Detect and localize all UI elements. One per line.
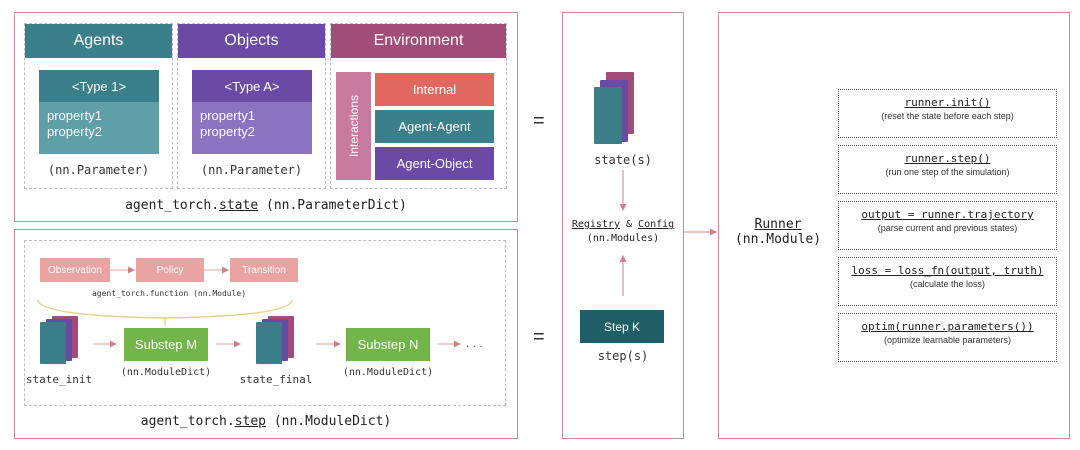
runner-title: Runner (nn.Module): [728, 217, 828, 247]
state-final-label: state_final: [239, 373, 313, 386]
objects-property-2: property2: [200, 124, 255, 139]
flow-policy: Policy: [136, 258, 204, 282]
steps-label: step(s): [597, 349, 649, 363]
runner-item-loss: loss = loss_fn(output, truth) (calculate…: [838, 257, 1057, 306]
runner-loss-desc: (calculate the loss): [909, 279, 986, 289]
state-init-label: state_init: [25, 373, 93, 386]
runner-step-desc: (run one step of the simulation): [885, 167, 1010, 177]
registry-amp: &: [619, 219, 639, 230]
runner-trajectory-desc: (parse current and previous states): [877, 223, 1018, 233]
equals-top: =: [533, 110, 545, 132]
modules-label: (nn.Modules): [586, 233, 660, 244]
config-link[interactable]: Config: [638, 219, 675, 230]
middle-panel: [562, 12, 684, 439]
registry-link[interactable]: Registry: [571, 219, 620, 230]
step-caption-suffix: (nn.ModuleDict): [266, 414, 392, 429]
runner-loss-code[interactable]: loss = loss_fn(output, truth): [851, 264, 1044, 277]
runner-trajectory-code[interactable]: output = runner.trajectory: [861, 208, 1034, 221]
flow-transition: Transition: [230, 258, 298, 282]
substep-n-sub: (nn.ModuleDict): [342, 367, 434, 378]
objects-property-1: property1: [200, 108, 255, 123]
substep-m-sub: (nn.ModuleDict): [120, 367, 212, 378]
interactions-sidebar: Interactions: [336, 72, 371, 180]
state-caption: agent_torch.state (nn.ParameterDict): [14, 198, 518, 213]
runner-optim-code[interactable]: optim(runner.parameters()): [861, 320, 1034, 333]
agents-header: Agents: [25, 24, 172, 58]
env-item-agent-object: Agent-Object: [375, 147, 494, 180]
state-final-stack: [256, 316, 296, 366]
agents-column: [24, 23, 173, 189]
env-item-internal: Internal: [375, 73, 494, 106]
state-caption-link[interactable]: state: [219, 198, 259, 213]
agents-property-1: property1: [47, 108, 102, 123]
env-item-agent-agent: Agent-Agent: [375, 110, 494, 143]
state-caption-prefix: agent_torch.: [125, 198, 220, 213]
objects-properties: property1 property2: [192, 102, 312, 154]
interactions-label: Interactions: [346, 94, 361, 158]
runner-optim-desc: (optimize learnable parameters): [883, 335, 1012, 345]
state-caption-suffix: (nn.ParameterDict): [258, 198, 407, 213]
runner-init-desc: (reset the state before each step): [881, 111, 1014, 121]
states-stack: [594, 72, 638, 148]
runner-init-code[interactable]: runner.init(): [904, 96, 991, 109]
equals-bottom: =: [533, 326, 545, 348]
agents-property-2: property2: [47, 124, 102, 139]
state-init-stack: [40, 316, 80, 366]
state-panel: [14, 12, 518, 222]
step-inner: [24, 240, 506, 406]
substep-m: Substep M: [124, 328, 208, 361]
step-panel: [14, 229, 518, 439]
environment-header: Environment: [331, 24, 506, 58]
objects-column: [177, 23, 326, 189]
runner-item-init: runner.init() (reset the state before ea…: [838, 89, 1057, 138]
agents-properties: property1 property2: [39, 102, 159, 154]
states-label: state(s): [594, 153, 652, 167]
environment-column: [330, 23, 507, 189]
runner-item-step: runner.step() (run one step of the simul…: [838, 145, 1057, 194]
step-caption-link[interactable]: step: [234, 414, 266, 429]
runner-item-trajectory: output = runner.trajectory (parse curren…: [838, 201, 1057, 250]
runner-item-optim: optim(runner.parameters()) (optimize lea…: [838, 313, 1057, 362]
step-k: Step K: [580, 310, 664, 343]
runner-title-link[interactable]: Runner: [754, 217, 802, 232]
flow-observation: Observation: [40, 258, 110, 282]
runner-step-code[interactable]: runner.step(): [904, 152, 991, 165]
step-caption: agent_torch.step (nn.ModuleDict): [14, 414, 518, 429]
function-label: agent_torch.function (nn.Module): [91, 289, 247, 298]
substep-n: Substep N: [346, 328, 430, 361]
objects-param: (nn.Parameter): [200, 163, 303, 177]
runner-panel: [718, 12, 1070, 439]
objects-header: Objects: [178, 24, 325, 58]
agents-param: (nn.Parameter): [47, 163, 150, 177]
registry-config: Registry & Config: [566, 219, 680, 230]
agents-type-label: <Type 1>: [39, 70, 159, 102]
more-ellipsis: . . .: [466, 336, 483, 350]
step-caption-prefix: agent_torch.: [140, 414, 235, 429]
objects-type-label: <Type A>: [192, 70, 312, 102]
runner-subtitle: (nn.Module): [734, 232, 822, 247]
